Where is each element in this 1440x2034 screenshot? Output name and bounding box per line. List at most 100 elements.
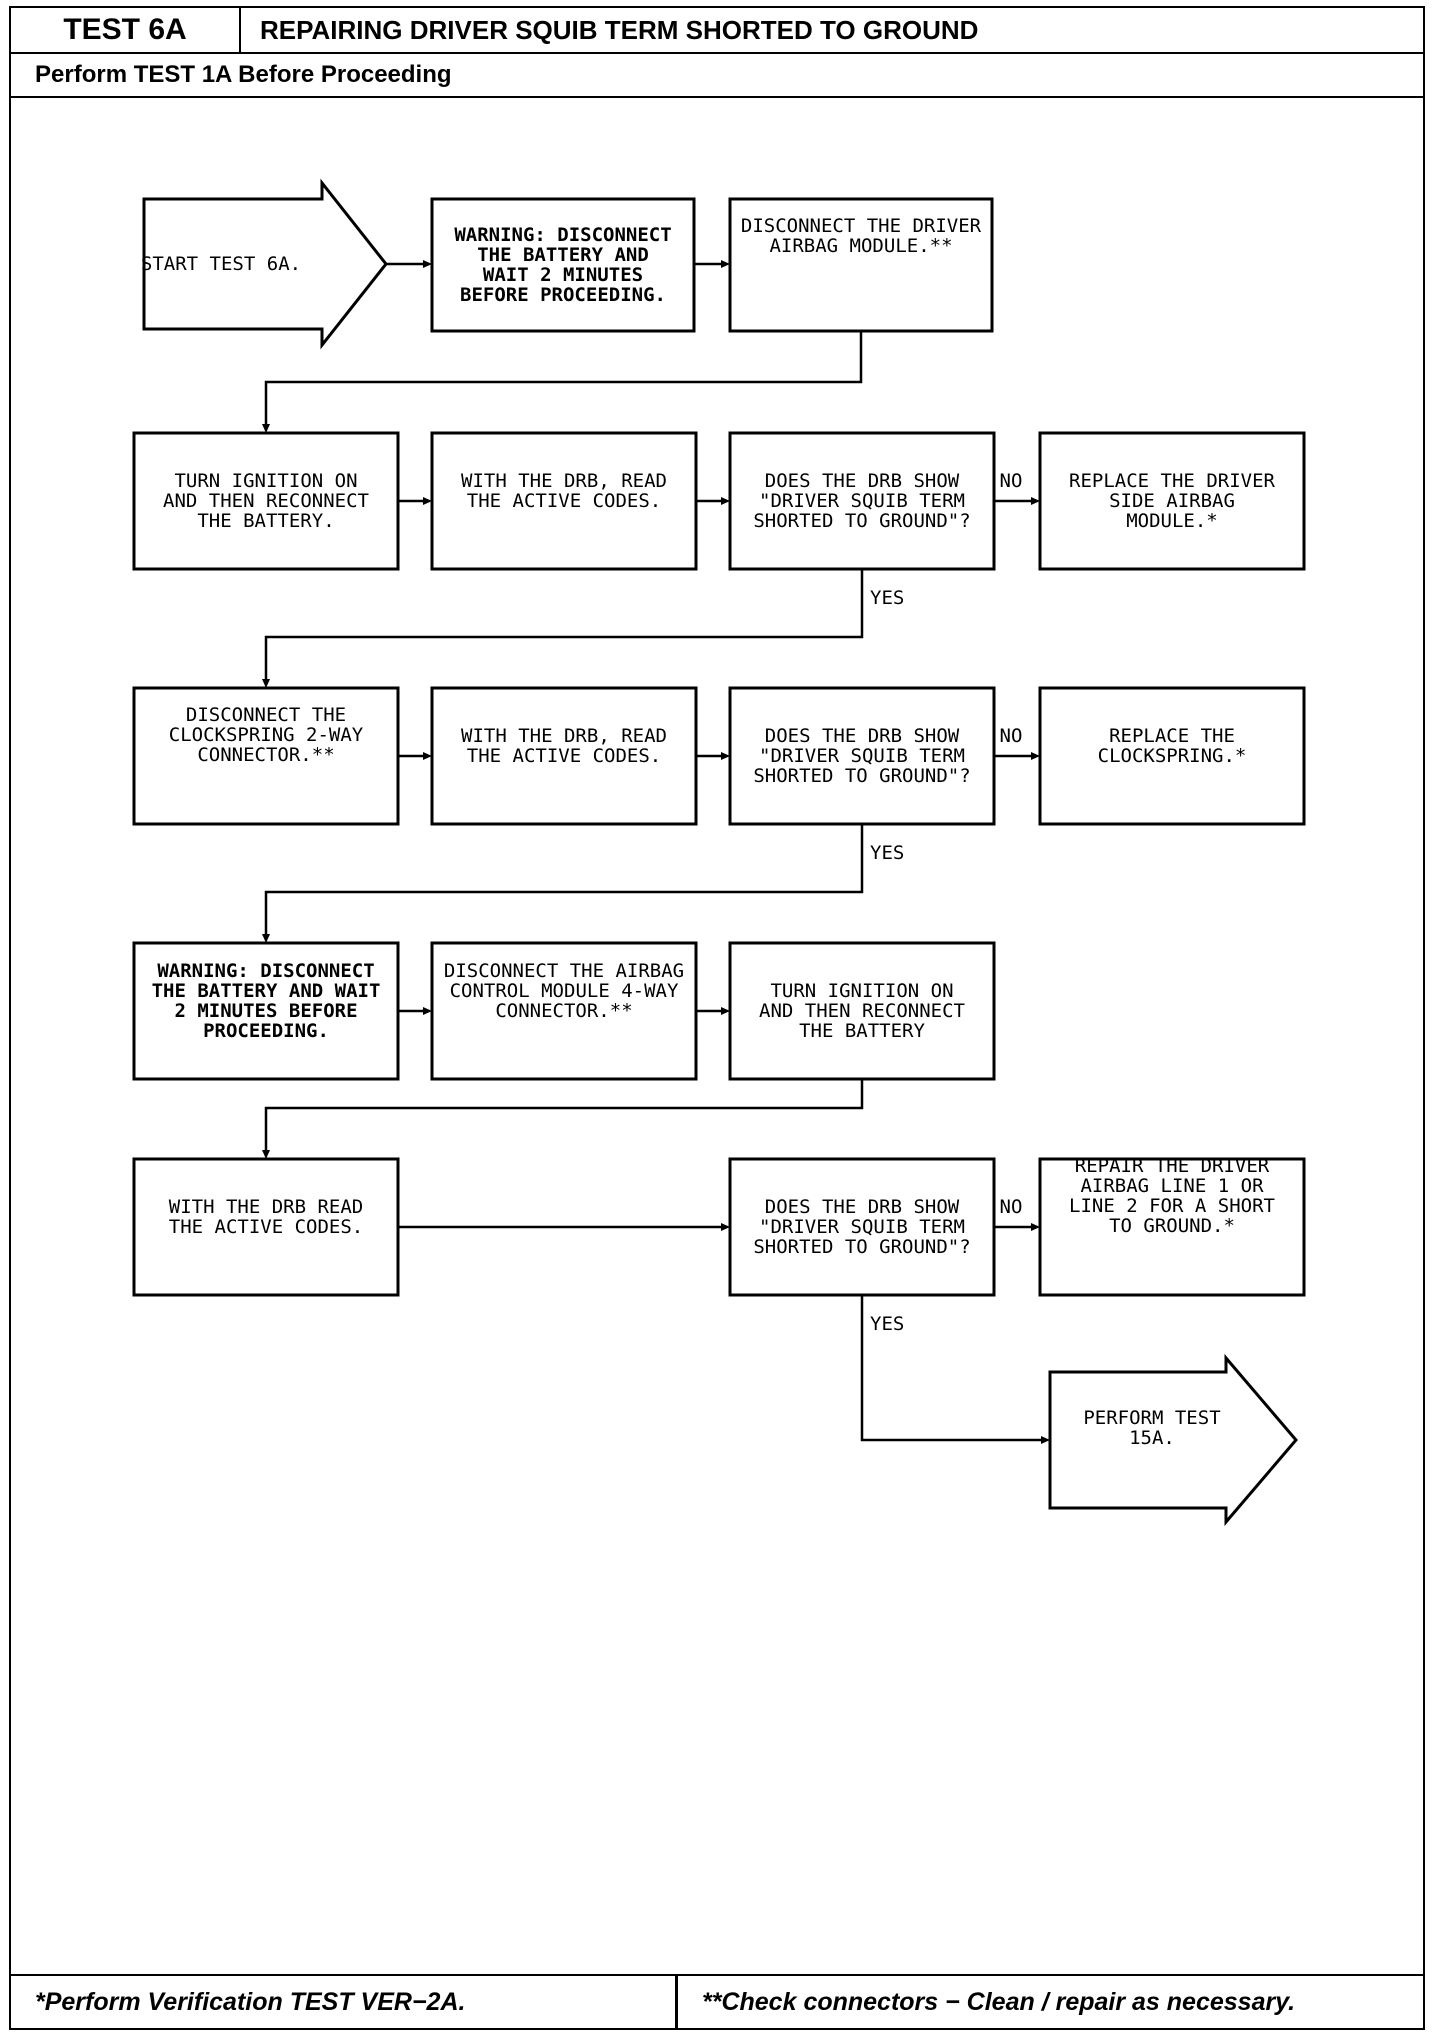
disconnect-driver-module-box bbox=[728, 197, 994, 333]
node-line: WARNING: DISCONNECT bbox=[454, 224, 671, 246]
node-line: "DRIVER SQUIB TERM bbox=[759, 1216, 965, 1238]
decision-box-1 bbox=[728, 431, 996, 571]
node-line: REPLACE THE DRIVER bbox=[1069, 470, 1275, 492]
warning-disconnect-battery-box bbox=[430, 197, 696, 333]
node-line: DISCONNECT THE AIRBAG bbox=[444, 960, 684, 982]
connector bbox=[264, 331, 863, 425]
node-line: SIDE AIRBAG bbox=[1109, 490, 1235, 512]
node-line: CLOCKSPRING.* bbox=[1098, 745, 1247, 767]
arrowhead bbox=[721, 752, 730, 760]
no-label: NO bbox=[1000, 725, 1023, 747]
test-id: TEST 6A bbox=[9, 6, 241, 54]
arrowhead bbox=[262, 424, 270, 433]
yes-label: YES bbox=[870, 842, 904, 864]
node-line: THE ACTIVE CODES. bbox=[467, 490, 661, 512]
arrowhead bbox=[721, 260, 730, 268]
node-line: AIRBAG MODULE.** bbox=[769, 235, 952, 257]
node-line: MODULE.* bbox=[1126, 510, 1218, 532]
node-line: SHORTED TO GROUND"? bbox=[753, 1236, 970, 1258]
arrowhead bbox=[423, 260, 432, 268]
footer-verification-note: *Perform Verification TEST VER−2A. bbox=[9, 1974, 677, 2030]
arrowhead bbox=[262, 679, 270, 688]
node-line: TO GROUND.* bbox=[1109, 1215, 1235, 1237]
node-line: CONNECTOR.** bbox=[495, 1000, 632, 1022]
node-line: DOES THE DRB SHOW bbox=[765, 1196, 960, 1218]
node-line: LINE 2 FOR A SHORT bbox=[1069, 1195, 1275, 1217]
node-line: THE BATTERY AND bbox=[477, 244, 649, 266]
node-line: THE ACTIVE CODES. bbox=[169, 1216, 363, 1238]
node-line: SHORTED TO GROUND"? bbox=[753, 765, 970, 787]
start-arrow-shape bbox=[142, 178, 388, 350]
node-line: REPLACE THE bbox=[1109, 725, 1235, 747]
node-line: REPAIR THE DRIVER bbox=[1075, 1155, 1270, 1177]
node-line: CLOCKSPRING 2-WAY bbox=[169, 724, 364, 746]
node-line: BEFORE PROCEEDING. bbox=[460, 284, 666, 306]
connector bbox=[264, 569, 864, 680]
yes-label: YES bbox=[870, 1313, 904, 1335]
replace-module-box bbox=[1038, 431, 1306, 571]
yes-label: YES bbox=[870, 587, 904, 609]
node-line: DISCONNECT THE bbox=[186, 704, 346, 726]
decision-box-3 bbox=[728, 1157, 996, 1297]
arrowhead bbox=[1041, 1436, 1050, 1444]
node-line: TURN IGNITION ON bbox=[174, 470, 357, 492]
node-line: WARNING: DISCONNECT bbox=[157, 960, 374, 982]
no-label: NO bbox=[1000, 470, 1023, 492]
arrowhead bbox=[1031, 1223, 1040, 1231]
node-line: CONTROL MODULE 4-WAY bbox=[450, 980, 679, 1002]
node-line: WITH THE DRB, READ bbox=[461, 725, 667, 747]
repair-line-box bbox=[1038, 1157, 1306, 1297]
node-line: CONNECTOR.** bbox=[197, 744, 334, 766]
node-line: PERFORM TEST bbox=[1083, 1407, 1220, 1429]
node-line: TURN IGNITION ON bbox=[770, 980, 953, 1002]
node-line: THE BATTERY bbox=[799, 1020, 925, 1042]
arrowhead bbox=[1031, 497, 1040, 505]
node-line: 15A. bbox=[1129, 1427, 1175, 1449]
arrowhead bbox=[1031, 752, 1040, 760]
arrowhead bbox=[721, 497, 730, 505]
node-line: WITH THE DRB READ bbox=[169, 1196, 363, 1218]
node-line: DISCONNECT THE DRIVER bbox=[741, 215, 982, 237]
node-line: AND THEN RECONNECT bbox=[759, 1000, 965, 1022]
page-title: REPAIRING DRIVER SQUIB TERM SHORTED TO G… bbox=[240, 6, 1425, 54]
connector bbox=[860, 1295, 1042, 1442]
arrowhead bbox=[721, 1007, 730, 1015]
node-line: WAIT 2 MINUTES bbox=[483, 264, 643, 286]
arrowhead bbox=[262, 934, 270, 943]
node-line: AND THEN RECONNECT bbox=[163, 490, 369, 512]
footer-connector-note: **Check connectors − Clean / repair as n… bbox=[676, 1974, 1425, 2030]
node-line: 2 MINUTES BEFORE bbox=[174, 1000, 357, 1022]
ignition-on-box-2 bbox=[728, 941, 996, 1081]
start-node-text: START TEST 6A. bbox=[141, 253, 301, 275]
node-line: THE ACTIVE CODES. bbox=[467, 745, 661, 767]
node-line: PROCEEDING. bbox=[203, 1020, 329, 1042]
node-line: START TEST 6A. bbox=[141, 253, 301, 275]
connector bbox=[264, 824, 864, 935]
arrowhead bbox=[721, 1223, 730, 1231]
node-line: THE BATTERY. bbox=[197, 510, 334, 532]
node-line: DOES THE DRB SHOW bbox=[765, 725, 960, 747]
node-line: "DRIVER SQUIB TERM bbox=[759, 745, 965, 767]
perform-15a-arrow-shape bbox=[1048, 1353, 1298, 1527]
no-label: NO bbox=[1000, 1196, 1023, 1218]
node-line: "DRIVER SQUIB TERM bbox=[759, 490, 965, 512]
node-line: WITH THE DRB, READ bbox=[461, 470, 667, 492]
node-line: SHORTED TO GROUND"? bbox=[753, 510, 970, 532]
arrowhead bbox=[262, 1150, 270, 1159]
arrowhead bbox=[423, 497, 432, 505]
